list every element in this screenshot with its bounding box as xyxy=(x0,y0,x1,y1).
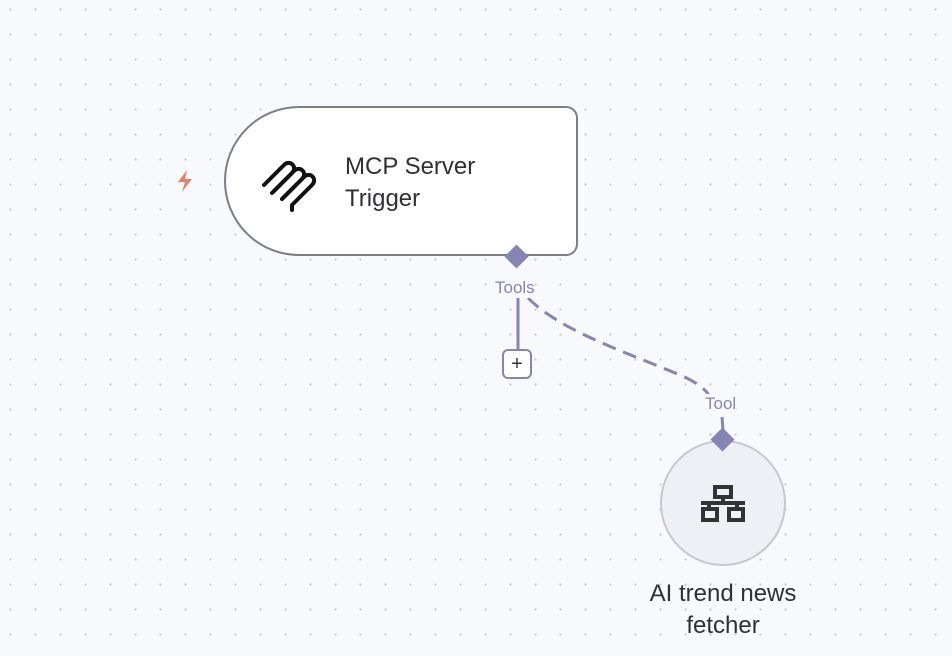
trigger-title-line2: Trigger xyxy=(345,185,421,212)
tool-title-line1: AI trend news xyxy=(649,580,797,607)
lightning-icon xyxy=(174,168,196,199)
tool-node-title: AI trend news fetcher xyxy=(620,578,826,642)
tool-input-label: Tool xyxy=(705,394,737,414)
tools-output-label: Tools xyxy=(495,278,535,298)
mcp-icon xyxy=(260,154,318,219)
trigger-title-line1: MCP Server xyxy=(345,153,476,180)
tool-connection-edge[interactable] xyxy=(526,296,716,411)
tool-title-line2: fetcher xyxy=(686,612,760,639)
trigger-node-title: MCP Server Trigger xyxy=(345,151,475,215)
add-tool-button[interactable]: + xyxy=(502,349,532,379)
network-icon xyxy=(699,485,747,528)
